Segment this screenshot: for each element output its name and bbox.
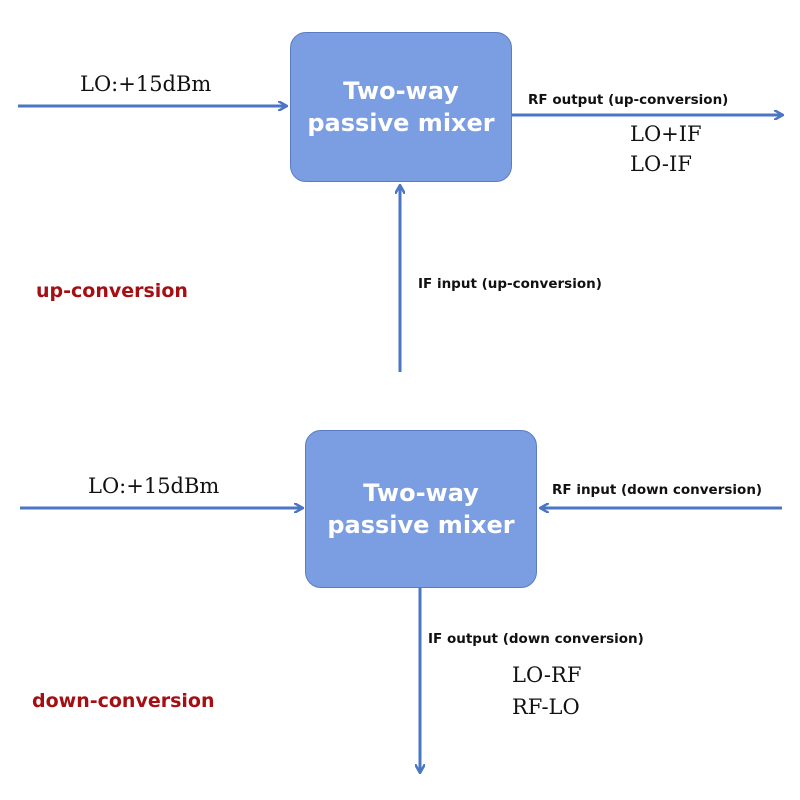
up-rf-product-sum: LO+IF [630, 122, 702, 146]
down-lo-label: LO:+15dBm [88, 474, 220, 498]
down-if-output-label: IF output (down conversion) [428, 631, 644, 647]
down-conversion-mode-label: down-conversion [32, 690, 215, 712]
down-mixer-box: Two-way passive mixer [305, 430, 537, 588]
up-lo-label: LO:+15dBm [80, 72, 212, 96]
up-mixer-label-line1: Two-way [343, 77, 459, 105]
up-if-input-label: IF input (up-conversion) [418, 276, 602, 292]
up-mixer-label-line2: passive mixer [307, 109, 495, 137]
down-rf-input-label: RF input (down conversion) [552, 482, 763, 498]
down-if-product-rf-lo: RF-LO [512, 695, 580, 719]
up-rf-output-label: RF output (up-conversion) [528, 92, 729, 108]
up-mixer-box: Two-way passive mixer [290, 32, 512, 182]
up-conversion-mode-label: up-conversion [36, 280, 188, 302]
down-mixer-label-line2: passive mixer [327, 511, 515, 539]
up-rf-product-diff: LO-IF [630, 152, 692, 176]
down-mixer-label-line1: Two-way [363, 479, 479, 507]
down-if-product-lo-rf: LO-RF [512, 663, 582, 687]
